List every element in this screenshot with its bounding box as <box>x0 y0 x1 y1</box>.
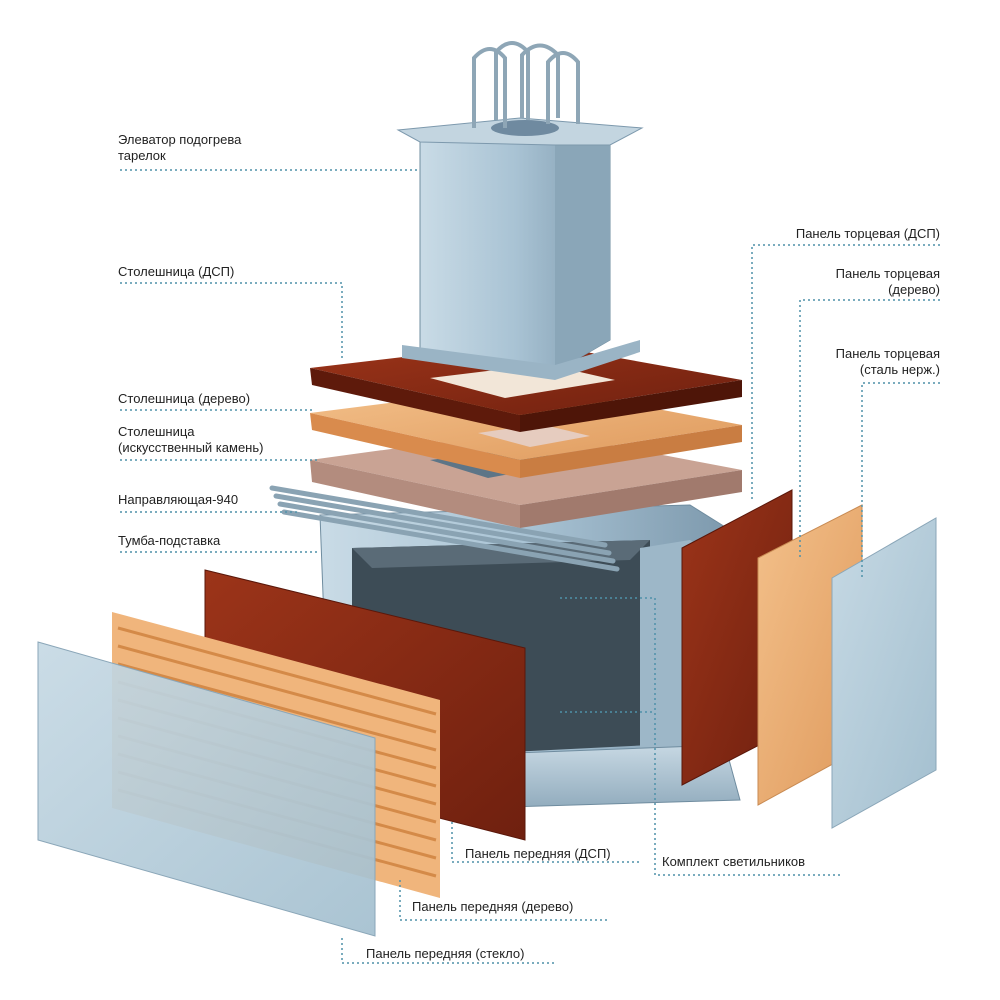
label-end-panel-steel-line2: (сталь нерж.) <box>859 362 940 377</box>
guide-rails <box>269 485 620 572</box>
leader-lines <box>120 169 940 964</box>
label-stand-text: Тумба-подставка <box>118 533 221 548</box>
label-plate-elevator: Элеватор подогрева тарелок <box>118 132 241 164</box>
label-countertop-wood-text: Столешница (дерево) <box>118 391 251 406</box>
label-countertop-stone-line1: Столешница <box>118 424 195 439</box>
label-countertop-dsp: Столешница (ДСП) <box>118 264 234 280</box>
label-countertop-dsp-text: Столешница (ДСП) <box>118 264 235 279</box>
label-end-panel-dsp: Панель торцевая (ДСП) <box>796 226 940 242</box>
label-end-panel-steel-line1: Панель торцевая <box>835 346 940 361</box>
label-front-panel-dsp-text: Панель передняя (ДСП) <box>465 846 611 861</box>
label-lights-kit-text: Комплект светильников <box>662 854 806 869</box>
plate-elevator <box>396 41 644 380</box>
end-panel-steel <box>831 517 937 829</box>
label-countertop-stone: Столешница (искусственный камень) <box>118 424 263 456</box>
label-end-panel-wood-line2: (дерево) <box>888 282 940 297</box>
label-front-panel-dsp: Панель передняя (ДСП) <box>465 846 611 862</box>
label-stand: Тумба-подставка <box>118 533 220 549</box>
label-plate-elevator-line2: тарелок <box>118 148 166 163</box>
label-end-panel-dsp-text: Панель торцевая (ДСП) <box>795 226 940 241</box>
label-plate-elevator-line1: Элеватор подогрева <box>118 132 242 147</box>
label-front-panel-wood: Панель передняя (дерево) <box>412 899 573 915</box>
label-end-panel-wood-line1: Панель торцевая <box>835 266 940 281</box>
label-front-panel-glass-text: Панель передняя (стекло) <box>366 946 525 961</box>
label-guide-rail-text: Направляющая-940 <box>118 492 239 507</box>
label-countertop-stone-line2: (искусственный камень) <box>118 440 264 455</box>
label-end-panel-wood: Панель торцевая (дерево) <box>836 266 940 298</box>
label-lights-kit: Комплект светильников <box>662 854 805 870</box>
label-guide-rail: Направляющая-940 <box>118 492 238 508</box>
front-panel-glass <box>37 641 376 937</box>
label-front-panel-wood-text: Панель передняя (дерево) <box>412 899 574 914</box>
label-end-panel-steel: Панель торцевая (сталь нерж.) <box>836 346 940 378</box>
label-front-panel-glass: Панель передняя (стекло) <box>366 946 524 962</box>
label-countertop-wood: Столешница (дерево) <box>118 391 250 407</box>
